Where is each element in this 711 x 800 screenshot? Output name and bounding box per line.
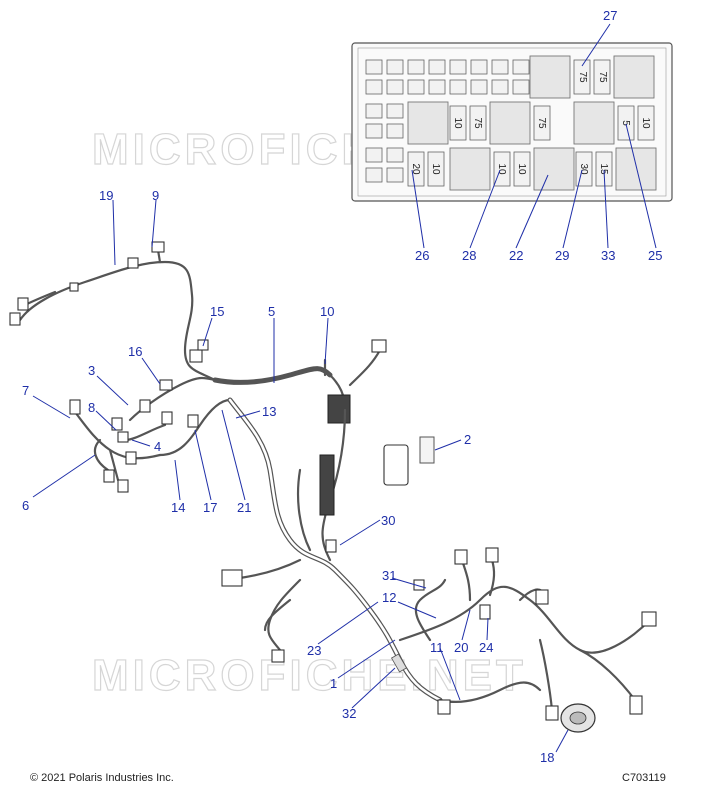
callout-20: 20 [454,640,468,655]
callout-17: 17 [203,500,217,515]
svg-text:75: 75 [597,71,608,83]
callout-31: 31 [382,568,396,583]
svg-text:5: 5 [620,120,631,126]
relay [615,147,657,191]
svg-text:10: 10 [430,163,441,175]
callout-14: 14 [171,500,185,515]
fuse-10: 10 [449,105,467,141]
fuse-75: 75 [593,59,611,95]
svg-text:15: 15 [598,163,609,175]
watermark-bottom: MICROFICHE.NET [92,651,527,700]
fuse-27-75: 75 [573,59,591,95]
relay [449,147,491,191]
relay [489,101,531,145]
relay [613,55,655,99]
relay [573,101,615,145]
fuse-28-10: 10 [493,151,511,187]
svg-text:10: 10 [452,117,463,129]
relay [533,147,575,191]
fuse-75: 75 [469,105,487,141]
callout-24: 24 [479,640,493,655]
label-part-2 [419,436,435,464]
fuse-25-5: 5 [617,105,635,141]
svg-text:10: 10 [516,163,527,175]
relay [529,55,571,99]
callout-12: 12 [382,590,396,605]
callout-6: 6 [22,498,29,513]
callout-15: 15 [210,304,224,319]
callout-16: 16 [128,344,142,359]
fuse-module-part-2 [383,444,409,486]
upper-harness-branch [9,241,217,382]
callout-32: 32 [342,706,356,721]
callout-29: 29 [555,248,569,263]
callout-23: 23 [307,643,321,658]
callout-25: 25 [648,248,662,263]
relay [407,101,449,145]
svg-text:75: 75 [577,71,588,83]
callout-5: 5 [268,304,275,319]
callout-2: 2 [464,432,471,447]
fuse-10: 10 [427,151,445,187]
diagram-code: C703119 [622,772,666,784]
fuse-10: 10 [513,151,531,187]
mini-fuse-grid [365,59,530,183]
svg-text:20: 20 [410,163,421,175]
callout-28: 28 [462,248,476,263]
svg-text:30: 30 [578,163,589,175]
callout-26: 26 [415,248,429,263]
callout-22: 22 [509,248,523,263]
svg-text:75: 75 [536,117,547,129]
callout-3: 3 [88,363,95,378]
callout-13: 13 [262,404,276,419]
fuse-75: 75 [533,105,551,141]
svg-text:10: 10 [496,163,507,175]
callout-11: 11 [430,640,444,655]
callout-1: 1 [330,676,337,691]
callout-4: 4 [154,439,161,454]
callout-18: 18 [540,750,554,765]
callout-21: 21 [237,500,251,515]
callout-33: 33 [601,248,615,263]
callout-8: 8 [88,400,95,415]
clip-part-32 [390,653,408,673]
callout-7: 7 [22,383,29,398]
fuse-box: 75 75 10 75 75 5 10 20 [351,42,673,202]
copyright-text: © 2021 Polaris Industries Inc. [30,772,174,784]
fuse-29-30: 30 [575,151,593,187]
callout-27: 27 [603,8,617,23]
callout-9: 9 [152,188,159,203]
fuse-33-15: 15 [595,151,613,187]
fuse-26-20: 20 [407,151,425,187]
svg-text:10: 10 [640,117,651,129]
fuse-10: 10 [637,105,655,141]
callout-10: 10 [320,304,334,319]
callout-19: 19 [99,188,113,203]
callout-30: 30 [381,513,395,528]
svg-text:75: 75 [472,117,483,129]
